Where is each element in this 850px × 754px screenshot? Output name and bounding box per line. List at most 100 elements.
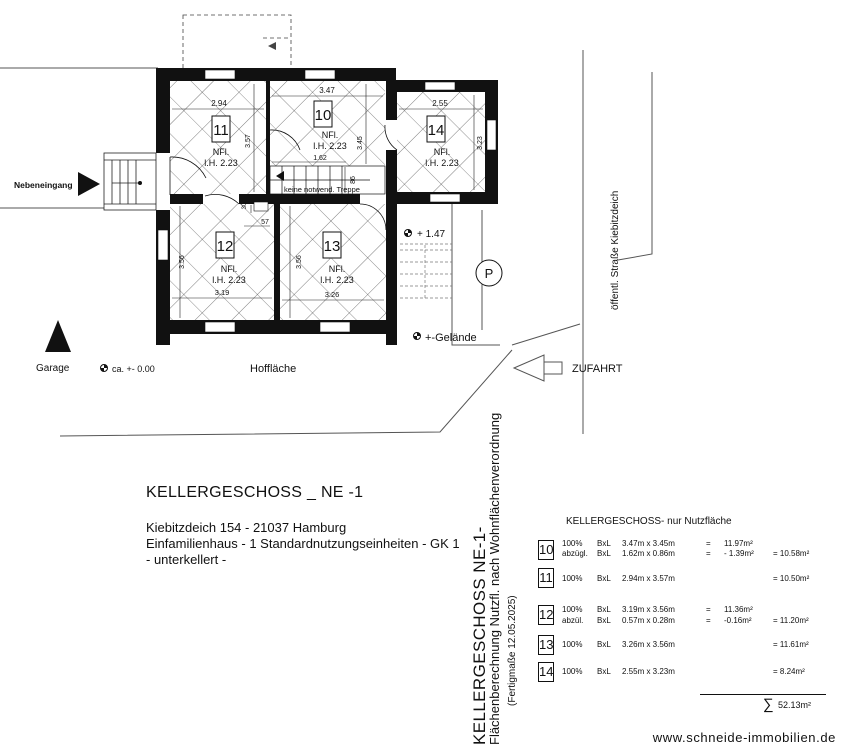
stair-arrow-icon — [276, 171, 284, 181]
dim-57: 57 — [261, 219, 269, 226]
table-room-number: 14 — [538, 662, 554, 682]
hofflaeche-label: Hoffläche — [250, 363, 296, 375]
table-room-number: 11 — [538, 568, 554, 588]
table-cell: BxL — [597, 667, 611, 676]
gelaende-label: +-Gelände — [425, 332, 477, 344]
table-total: = 8.24m² — [773, 667, 805, 676]
address-line: - unterkellert - — [146, 552, 227, 567]
doors — [156, 120, 398, 231]
room-14-depth: 3.23 — [477, 136, 484, 150]
room-11-number: 11 — [213, 122, 229, 139]
small-arrow-icon — [268, 42, 276, 50]
table-room-number: 13 — [538, 635, 554, 655]
address-line: Einfamilienhaus - 1 Standardnutzungseinh… — [146, 536, 460, 551]
table-room-number: 12 — [538, 605, 554, 625]
table-cell: BxL — [597, 574, 611, 583]
address-line: Kiebitzdeich 154 - 21037 Hamburg — [146, 520, 347, 535]
zufahrt-arrow-icon — [512, 354, 545, 382]
dim-30: 30 — [242, 202, 248, 209]
level-marker-icon — [413, 332, 421, 340]
table-cell: = — [706, 549, 711, 558]
sum-value: 52.13m² — [778, 700, 812, 710]
parking-circle — [475, 259, 503, 287]
room-13-width: 3.26 — [325, 290, 340, 299]
vertical-date-note: (Fertigmaße 12.05.2025) — [507, 595, 518, 706]
table-cell: 2.94m x 3.57m — [622, 574, 675, 583]
room-12-depth: 3.56 — [179, 255, 186, 269]
entrance-steps — [103, 152, 157, 211]
street-label: öffentl. Straße Kiebitzdeich — [610, 191, 621, 310]
sum-divider — [700, 694, 826, 695]
room-10-number: 10 — [315, 107, 332, 124]
shaft — [253, 201, 269, 212]
table-cell: BxL — [597, 640, 611, 649]
room-14-lh: l.H. 2.23 — [425, 158, 459, 168]
room-12-lh: l.H. 2.23 — [212, 275, 246, 285]
nebeneingang-label: Nebeneingang — [14, 180, 73, 190]
table-cell: 0.57m x 0.28m — [622, 616, 675, 625]
room-10-lh: l.H. 2.23 — [313, 141, 347, 151]
room-14-nfl: NFl. — [434, 147, 451, 157]
level-zero-label: ca. +- 0.00 — [112, 364, 155, 374]
room-10-depth: 3.45 — [357, 136, 364, 150]
room-12-nfl: NFl. — [221, 264, 238, 274]
outside-stairs — [400, 243, 452, 300]
table-cell: 2.55m x 3.23m — [622, 667, 675, 676]
room-12-number: 12 — [217, 238, 234, 255]
sum-symbol-icon: ∑ — [763, 696, 774, 713]
entrance-dot — [138, 181, 142, 185]
room-11-width: 2.94 — [211, 99, 227, 108]
room-11-depth: 3.57 — [245, 134, 252, 148]
table-cell: BxL — [597, 539, 611, 548]
table-cell: 100% — [562, 667, 583, 676]
room-13-number: 13 — [324, 238, 341, 255]
room-10-width: 3.47 — [319, 86, 335, 95]
windows — [157, 69, 497, 333]
dashed-outline — [182, 14, 292, 71]
floor-plan: 2.94 11 NFl. l.H. 2.23 3.57 3.47 10 NFl.… — [0, 14, 653, 437]
table-cell: -0.16m² — [724, 616, 752, 625]
table-room-number: 10 — [538, 540, 554, 560]
room-14-width: 2.55 — [432, 99, 448, 108]
address-block: Kiebitzdeich 154 - 21037 Hamburg Einfami… — [146, 520, 460, 568]
table-cell: 100% — [562, 574, 583, 583]
level-marker-icon — [100, 364, 108, 372]
page-title: KELLERGESCHOSS _ NE -1 — [146, 484, 364, 501]
entrance-arrow-icon — [78, 172, 100, 196]
garage-arrow-icon — [45, 320, 71, 352]
stair — [269, 165, 386, 195]
room-12-width: 3.19 — [215, 288, 230, 297]
table-cell: 100% — [562, 605, 583, 614]
stair-width: 1.62 — [313, 155, 327, 162]
website-link[interactable]: www.schneide-immobilien.de — [652, 730, 836, 745]
table-cell: - 1.39m² — [724, 549, 754, 558]
room-13-nfl: NFl. — [329, 264, 346, 274]
level-147-label: + 1.47 — [417, 229, 446, 240]
zufahrt-label: ZUFAHRT — [572, 363, 623, 375]
room-10-nfl: NFl. — [322, 130, 339, 140]
table-cell: 11.97m² — [724, 539, 753, 548]
table-cell: = — [706, 616, 711, 625]
room-14-number: 14 — [428, 122, 445, 139]
table-cell: abzügl. — [562, 549, 588, 558]
table-total: = 11.20m² — [773, 616, 809, 625]
table-cell: 11.36m² — [724, 605, 753, 614]
parking-label: P — [485, 266, 494, 281]
table-total: = 10.50m² — [773, 574, 810, 583]
table-cell: = — [706, 539, 711, 548]
table-cell: abzül. — [562, 616, 584, 625]
table-total: = 11.61m² — [773, 640, 809, 649]
stair-depth: 86 — [350, 176, 357, 184]
table-cell: 1.62m x 0.86m — [622, 549, 675, 558]
table-cell: BxL — [597, 549, 611, 558]
room-11-nfl: NFl. — [213, 147, 230, 157]
room-13-lh: l.H. 2.23 — [320, 275, 354, 285]
table-cell: 3.47m x 3.45m — [622, 539, 675, 548]
table-cell: 100% — [562, 539, 583, 548]
table-total: = 10.58m² — [773, 549, 810, 558]
level-marker-icon — [404, 229, 412, 237]
room-number-boxes — [211, 100, 446, 259]
table-cell: 3.26m x 3.56m — [622, 640, 675, 649]
zufahrt-arrow-shaft — [543, 361, 563, 375]
vertical-subtitle: Flächenberechnung Nutzfl. nach Wohnfläch… — [487, 412, 502, 745]
